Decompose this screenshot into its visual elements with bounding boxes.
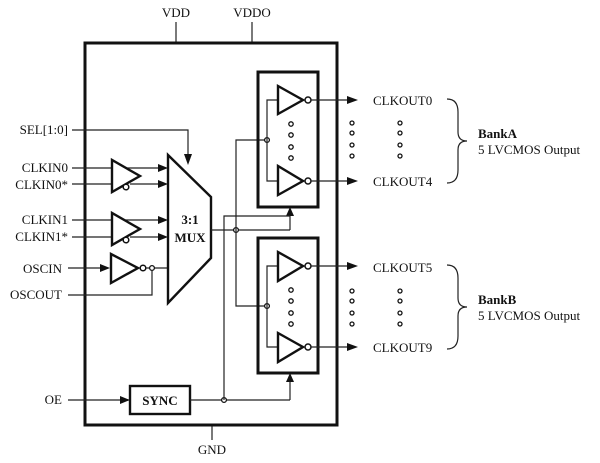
clkin0-buffer: CLKIN0 CLKIN0* [15,157,168,195]
vddo-pin: VDDO [233,5,271,43]
mux-label-ratio: 3:1 [181,212,198,227]
clkin1-buffer: CLKIN1 CLKIN1* [15,210,168,248]
bank-b-ellipsis-icon [288,287,294,327]
bank-a-name: BankA [478,126,518,141]
vdd-label: VDD [162,5,190,20]
sel-label: SEL[1:0] [20,122,68,137]
bank-a-brace-icon [446,98,468,184]
sel-arrow-icon [184,154,192,165]
vdd-pin: VDD [162,5,190,43]
mux-label-name: MUX [174,230,206,245]
bank-b-outputs: CLKOUT5 CLKOUT9 BankB 5 LVCMOS Output [349,260,580,355]
bank-b-brace-icon [446,264,468,350]
clkout-last-label: CLKOUT4 [373,174,433,189]
oscout-label: OSCOUT [10,287,62,302]
gnd-pin: GND [198,425,226,457]
bank-a-block [256,70,358,216]
oe-label: OE [45,392,62,407]
mux-3to1: 3:1 MUX [166,152,213,306]
clkout-first-label: CLKOUT0 [373,93,432,108]
vddo-label: VDDO [233,5,271,20]
oscillator-buffer: OSCIN OSCOUT [10,252,168,302]
sel-input: SEL[1:0] [20,122,192,165]
bank-b-description: 5 LVCMOS Output [478,308,580,323]
oscin-inverter-icon [109,252,141,286]
clkout-last-label: CLKOUT9 [373,340,432,355]
bank-a-buffer-top-icon [276,83,306,117]
chip-outline [83,41,339,427]
clkin0-label: CLKIN0 [22,160,68,175]
bank-a-ellipsis-icon [288,121,294,161]
bank-b-block [256,236,358,382]
clkin1-n-label: CLKIN1* [15,229,68,244]
sync-label: SYNC [142,393,177,408]
bank-a-outputs: CLKOUT0 CLKOUT4 BankA 5 LVCMOS Output [349,93,580,189]
bank-a-description: 5 LVCMOS Output [478,142,580,157]
gnd-label: GND [198,442,226,457]
clkout-first-label: CLKOUT5 [373,260,432,275]
bank-b-buffer-bottom-icon [276,330,306,365]
bank-b-output-dots-icon [349,288,403,327]
clkin1-label: CLKIN1 [22,212,68,227]
bank-a-buffer-bottom-icon [276,163,306,198]
bank-a-output-dots-icon [349,120,403,159]
clkin0-n-label: CLKIN0* [15,177,68,192]
bank-b-name: BankB [478,292,517,307]
bank-b-buffer-top-icon [276,249,306,284]
oe-sync-path: OE SYNC [45,215,291,416]
oscin-label: OSCIN [23,261,63,276]
